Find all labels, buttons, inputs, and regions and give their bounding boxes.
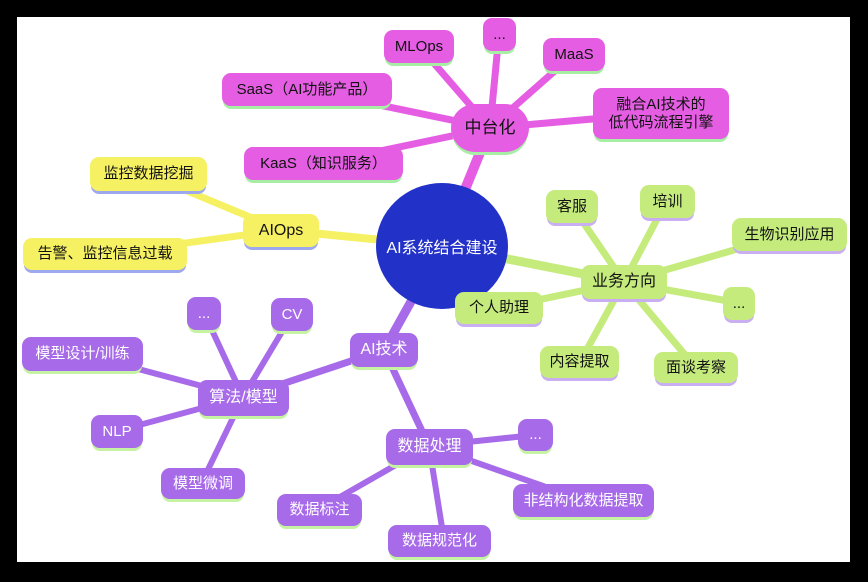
node-aiops[interactable]: AIOps [243, 214, 319, 247]
node-training[interactable]: 培训 [640, 185, 695, 218]
node-maas[interactable]: MaaS [543, 38, 605, 71]
node-data-processing-more[interactable]: ... [518, 419, 553, 451]
node-algorithm-model[interactable]: 算法/模型 [198, 380, 289, 416]
node-cv[interactable]: CV [271, 298, 313, 331]
node-platform-more[interactable]: ... [483, 18, 516, 51]
node-monitor-mining[interactable]: 监控数据挖掘 [90, 157, 207, 191]
node-platform[interactable]: 中台化 [451, 104, 529, 152]
node-mlops[interactable]: MLOps [384, 30, 454, 63]
node-data-normalization[interactable]: 数据规范化 [388, 525, 491, 557]
node-model-finetune[interactable]: 模型微调 [161, 468, 245, 499]
node-kaas[interactable]: KaaS（知识服务） [244, 147, 403, 180]
root-node[interactable]: AI系统结合建设 [376, 183, 508, 309]
node-nlp[interactable]: NLP [91, 415, 143, 448]
node-algorithm-more[interactable]: ... [187, 297, 221, 330]
node-content-extraction[interactable]: 内容提取 [540, 346, 619, 378]
node-interview-assessment[interactable]: 面谈考察 [654, 352, 738, 383]
node-data-processing[interactable]: 数据处理 [386, 429, 473, 465]
node-lowcode-engine[interactable]: 融合AI技术的 低代码流程引擎 [593, 88, 729, 139]
node-business-direction[interactable]: 业务方向 [581, 265, 667, 299]
node-alert-overload[interactable]: 告警、监控信息过载 [23, 238, 187, 270]
node-saas[interactable]: SaaS（AI功能产品） [222, 73, 392, 106]
node-model-design-training[interactable]: 模型设计/训练 [22, 337, 143, 371]
node-data-annotation[interactable]: 数据标注 [277, 494, 362, 526]
node-biometric-application[interactable]: 生物识别应用 [732, 218, 847, 251]
node-ai-technology[interactable]: AI技术 [350, 333, 418, 367]
node-unstructured-data-extraction[interactable]: 非结构化数据提取 [513, 484, 654, 517]
node-personal-assistant[interactable]: 个人助理 [455, 292, 543, 324]
node-business-more[interactable]: ... [723, 287, 755, 320]
node-customer-service[interactable]: 客服 [546, 190, 598, 223]
